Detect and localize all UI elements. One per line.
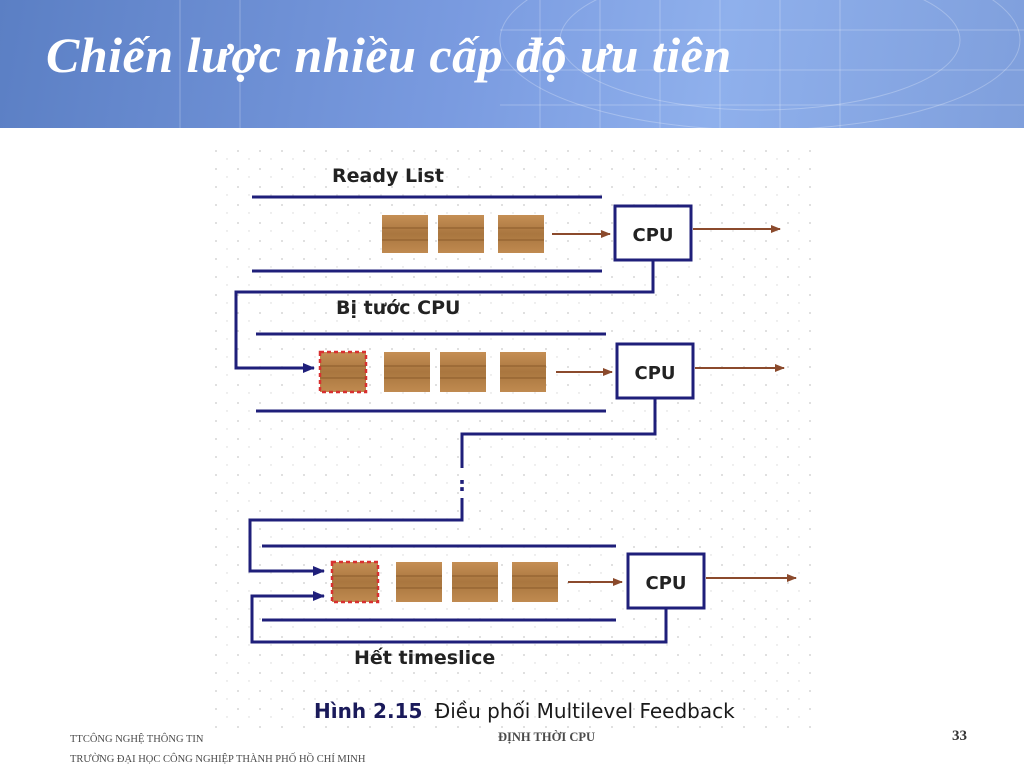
process-block — [498, 215, 544, 253]
process-block — [396, 562, 442, 602]
process-block — [382, 215, 428, 253]
footer-org-line2: TRƯỜNG ĐẠI HỌC CÔNG NGHIỆP THÀNH PHỐ HỒ … — [70, 754, 366, 765]
process-block — [440, 352, 486, 392]
timeslice-label: Hết timeslice — [354, 646, 495, 669]
preempted-process-block — [330, 560, 380, 604]
ready-list-label: Ready List — [332, 165, 444, 187]
header-decoration — [179, 0, 1024, 128]
page-number: 33 — [952, 728, 967, 744]
cpu2-down-connector — [460, 398, 657, 468]
queue1-process-blocks — [382, 215, 544, 253]
preempted-process-block — [318, 350, 368, 394]
process-block — [500, 352, 546, 392]
queueN-process-blocks — [330, 560, 558, 604]
levels-ellipsis: : — [458, 472, 466, 496]
preempted-feedback-arrow-1 — [234, 260, 655, 373]
timeslice-loop-arrow — [250, 591, 668, 644]
process-block — [384, 352, 430, 392]
preempted-feedback-arrow-n — [248, 498, 464, 576]
queue2-process-blocks — [318, 350, 546, 394]
preempted-label: Bị tước CPU — [336, 297, 460, 319]
footer-organization: TTCÔNG NGHỆ THÔNG TIN TRƯỜNG ĐẠI HỌC CÔN… — [70, 730, 365, 770]
slide-title: Chiến lược nhiều cấp độ ưu tiên — [46, 27, 732, 83]
caption-prefix: Hình 2.15 — [314, 699, 422, 723]
cpu-label-n: CPU — [645, 573, 686, 594]
process-block — [512, 562, 558, 602]
process-block — [438, 215, 484, 253]
cpu-label-1: CPU — [632, 225, 673, 246]
footer-org-line1: TTCÔNG NGHỆ THÔNG TIN — [70, 734, 204, 745]
footer-section: ĐỊNH THỜI CPU — [498, 730, 596, 744]
slide-header: Chiến lược nhiều cấp độ ưu tiên — [0, 0, 1024, 128]
figure-caption: Hình 2.15 Điều phối Multilevel Feedback — [314, 699, 735, 723]
multilevel-feedback-diagram: Ready List CPU Bị tước CPU CPU — [212, 146, 812, 730]
process-block — [452, 562, 498, 602]
caption-text: Điều phối Multilevel Feedback — [435, 699, 735, 723]
cpu-label-2: CPU — [634, 363, 675, 384]
